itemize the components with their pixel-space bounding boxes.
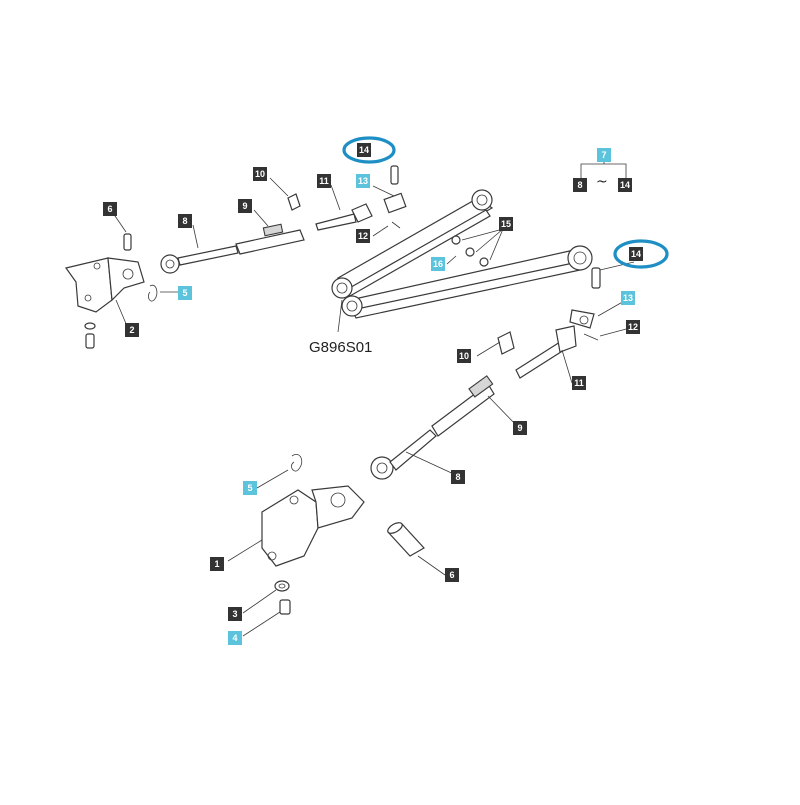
callout-8-upper: 8 bbox=[178, 214, 192, 228]
turnbuckle-lower bbox=[370, 325, 577, 480]
callout-12-right: 12 bbox=[626, 320, 640, 334]
clip-lower bbox=[291, 454, 303, 472]
pin-14-right bbox=[569, 267, 601, 341]
callout-15: 15 bbox=[499, 217, 513, 231]
callout-1: 1 bbox=[210, 557, 224, 571]
callout-12-upper: 12 bbox=[356, 229, 370, 243]
highlight-ring-top bbox=[342, 136, 396, 164]
range-tilde: ~ bbox=[596, 174, 608, 190]
callout-13-upper: 13 bbox=[356, 174, 370, 188]
callout-16: 16 bbox=[431, 257, 445, 271]
callout-14-upper: 14 bbox=[357, 143, 371, 157]
pin-upper-left bbox=[123, 233, 132, 251]
callout-10-lower: 10 bbox=[457, 349, 471, 363]
callout-14-right: 14 bbox=[629, 247, 643, 261]
range-from-label: 8 bbox=[573, 178, 587, 192]
highlight-ring-right bbox=[613, 239, 669, 269]
diagram-code: G896S01 bbox=[309, 339, 373, 356]
callout-11-lower: 11 bbox=[572, 376, 586, 390]
range-group-label: 7 bbox=[597, 148, 611, 162]
callout-5-lower: 5 bbox=[243, 481, 257, 495]
turnbuckle-upper-left bbox=[160, 193, 373, 274]
callout-13-right: 13 bbox=[621, 291, 635, 305]
pin-6-lower bbox=[387, 522, 425, 557]
callout-2: 2 bbox=[125, 323, 139, 337]
callout-5-upper: 5 bbox=[178, 286, 192, 300]
nut-washer-set bbox=[451, 235, 489, 267]
upper-link-arm bbox=[331, 189, 494, 299]
range-to-label: 14 bbox=[618, 178, 632, 192]
callout-9-upper: 9 bbox=[238, 199, 252, 213]
callout-3: 3 bbox=[228, 607, 242, 621]
lower-link-arm bbox=[341, 245, 593, 319]
washer-bolt-upper-left bbox=[84, 322, 96, 349]
callout-11-upper: 11 bbox=[317, 174, 331, 188]
callout-9-lower: 9 bbox=[513, 421, 527, 435]
callout-6-upper: 6 bbox=[103, 202, 117, 216]
callout-6-lower: 6 bbox=[445, 568, 459, 582]
callout-8-lower: 8 bbox=[451, 470, 465, 484]
leader-lines bbox=[112, 156, 635, 637]
pin-14-upper bbox=[383, 165, 407, 229]
bracket-lower bbox=[261, 485, 365, 567]
bracket-upper-left bbox=[64, 257, 145, 313]
clip-upper-left bbox=[147, 284, 158, 302]
washer-bolt-lower bbox=[274, 580, 291, 615]
callout-4: 4 bbox=[228, 631, 242, 645]
callout-10-upper: 10 bbox=[253, 167, 267, 181]
